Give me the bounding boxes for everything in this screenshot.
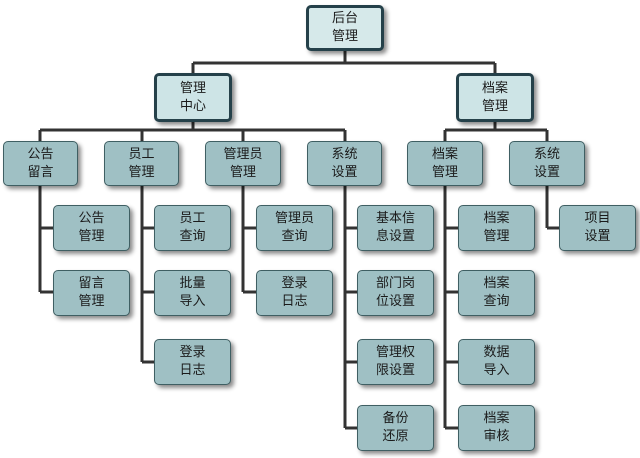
leaf-archive-query: 档案 查询: [458, 270, 535, 316]
connector-notice: [38, 186, 53, 294]
module-staff: 员工 管理: [104, 141, 179, 186]
module-notice: 公告 留言: [3, 141, 78, 186]
leaf-notice-mgmt: 公告 管理: [53, 205, 130, 251]
leaf-archive-review: 档案 审核: [458, 405, 535, 451]
leaf-dept-position: 部门岗 位设置: [357, 270, 434, 316]
center-mgmt-node: 管理 中心: [154, 73, 232, 122]
module-system: 系统 设置: [307, 141, 382, 186]
leaf-admin-query: 管理员 查询: [256, 205, 333, 251]
module-archive: 档案 管理: [407, 141, 483, 186]
leaf-message-mgmt: 留言 管理: [53, 270, 130, 316]
leaf-backup-restore: 备份 还原: [357, 405, 434, 451]
leaf-batch-import: 批量 导入: [154, 270, 231, 316]
leaf-permission: 管理权 限设置: [357, 339, 434, 385]
connector-archive-module: [443, 186, 458, 430]
connector-root: [191, 51, 497, 73]
module-archive-system: 系统 设置: [509, 141, 585, 186]
connector-admin: [241, 186, 256, 294]
leaf-project-settings: 项目 设置: [559, 205, 636, 251]
connector-archive: [443, 122, 549, 141]
leaf-staff-query: 员工 查询: [154, 205, 231, 251]
connector-system: [343, 186, 357, 430]
archive-mgmt-node: 档案 管理: [456, 73, 534, 122]
leaf-archive-mgmt: 档案 管理: [458, 205, 535, 251]
root-node: 后台 管理: [306, 5, 384, 51]
connector-center: [38, 122, 347, 141]
leaf-admin-login-log: 登录 日志: [256, 270, 333, 316]
module-admin: 管理员 管理: [205, 141, 281, 186]
leaf-staff-login-log: 登录 日志: [154, 339, 231, 385]
connector-archive-system: [545, 186, 559, 230]
leaf-basic-info: 基本信 息设置: [357, 205, 434, 251]
leaf-data-import: 数据 导入: [458, 339, 535, 385]
connector-staff: [140, 186, 154, 364]
